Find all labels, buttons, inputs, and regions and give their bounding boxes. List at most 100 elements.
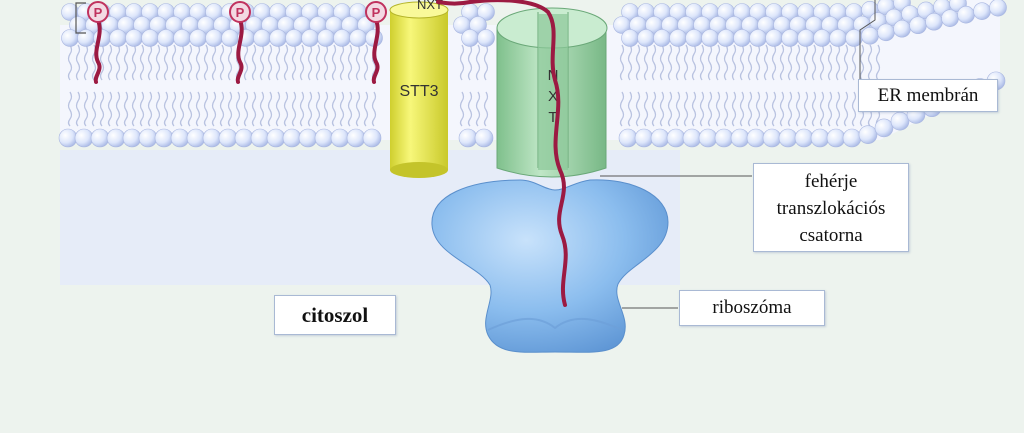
lipid-tail xyxy=(467,44,473,81)
lipid-tail xyxy=(667,44,673,81)
lipid-tail xyxy=(179,44,185,81)
lipid-tail xyxy=(203,44,209,81)
stt3-protein xyxy=(389,1,449,178)
lipid-tail xyxy=(651,91,657,127)
nascent-peptide xyxy=(436,0,568,307)
lipid-head xyxy=(666,128,686,148)
lipid-head xyxy=(909,16,927,35)
lipid-head xyxy=(682,128,702,148)
ribosome-label: riboszóma xyxy=(679,290,825,326)
lipid-tail xyxy=(851,91,857,127)
lipid-tail xyxy=(803,44,809,81)
lipid-head xyxy=(653,29,671,47)
lipid-tail xyxy=(251,91,257,127)
lipid-head xyxy=(285,29,303,47)
ribosome xyxy=(431,179,669,353)
lipid-tail xyxy=(323,91,329,127)
lipid-head xyxy=(778,128,798,148)
lipid-head xyxy=(762,128,782,148)
lipid-head xyxy=(301,29,319,47)
lipid-head xyxy=(125,29,143,47)
lipid-head xyxy=(877,23,895,42)
lipid-tail xyxy=(867,44,873,81)
lipid-head xyxy=(861,26,879,45)
channel-label-line-3: csatorna xyxy=(799,225,863,246)
lipid-head xyxy=(749,29,767,47)
lipid-tail xyxy=(115,91,121,127)
lipid-tail xyxy=(771,91,777,127)
er-membrane-leader xyxy=(859,0,876,92)
lipid-tail xyxy=(355,44,361,81)
lipid-tail xyxy=(291,44,297,81)
lipid-head xyxy=(205,29,223,47)
lipid-tail xyxy=(363,44,369,81)
lipid-tail xyxy=(355,91,361,127)
lipid-tail xyxy=(827,44,833,81)
lipid-tail xyxy=(339,44,345,81)
lipid-tail xyxy=(635,91,641,127)
lipid-head xyxy=(173,29,191,47)
lipid-tail xyxy=(291,91,297,127)
phosphate-icon xyxy=(87,1,109,23)
lipid-tail xyxy=(715,44,721,81)
lipid-head xyxy=(269,29,287,47)
lipid-tail xyxy=(195,44,201,81)
lipid-tail xyxy=(195,91,201,127)
lipid-tail xyxy=(75,44,81,81)
lipid-tail xyxy=(875,44,881,81)
lipid-tail xyxy=(707,91,713,127)
lipid-tail xyxy=(723,44,729,81)
lipid-tail xyxy=(619,91,625,127)
lipid-tail xyxy=(347,44,353,81)
lipid-head xyxy=(349,29,367,47)
lipid-tail xyxy=(787,44,793,81)
lipid-head xyxy=(746,128,766,148)
lipid-head xyxy=(925,12,943,31)
lipid-tail xyxy=(699,44,705,81)
lipid-head xyxy=(874,118,894,138)
lipid-tail xyxy=(259,91,265,127)
lipid-tail xyxy=(483,91,489,127)
lipid-tail xyxy=(299,91,305,127)
lipid-tail xyxy=(99,44,105,81)
lipid-head xyxy=(618,128,638,148)
lipid-head xyxy=(346,128,366,148)
lipid-tail xyxy=(67,91,73,127)
lipid-tail xyxy=(139,44,145,81)
lipid-tail xyxy=(659,44,665,81)
lipid-tail xyxy=(683,44,689,81)
lipid-head xyxy=(186,128,206,148)
channel-motif-t: T xyxy=(548,109,557,126)
lipid-tail xyxy=(171,44,177,81)
lipid-tail xyxy=(323,44,329,81)
lipid-head xyxy=(714,128,734,148)
lipid-tail xyxy=(107,91,113,127)
lipid-tail xyxy=(83,91,89,127)
lipid-tail xyxy=(267,44,273,81)
lipid-tail xyxy=(219,91,225,127)
lipid-head xyxy=(733,29,751,47)
lipid-tail xyxy=(331,91,337,127)
lipid-head xyxy=(250,128,270,148)
lipid-tail xyxy=(267,91,273,127)
lipid-tail xyxy=(211,44,217,81)
lipid-tail xyxy=(243,91,249,127)
lipid-tail xyxy=(363,91,369,127)
lipid-head xyxy=(266,128,286,148)
anchored-peptide xyxy=(93,18,102,84)
lipid-tail xyxy=(755,91,761,127)
lipid-tail xyxy=(299,44,305,81)
lipid-tail xyxy=(163,91,169,127)
lipid-tail xyxy=(475,91,481,127)
lipid-head xyxy=(941,9,959,28)
lipid-tail xyxy=(811,91,817,127)
lipid-tail xyxy=(83,44,89,81)
lipid-head xyxy=(813,29,831,47)
lipid-tail xyxy=(803,91,809,127)
lipid-tail xyxy=(107,44,113,81)
channel-label-line-2: transzlokációs xyxy=(776,198,886,219)
lipid-tail xyxy=(131,44,137,81)
lipid-tail xyxy=(707,44,713,81)
